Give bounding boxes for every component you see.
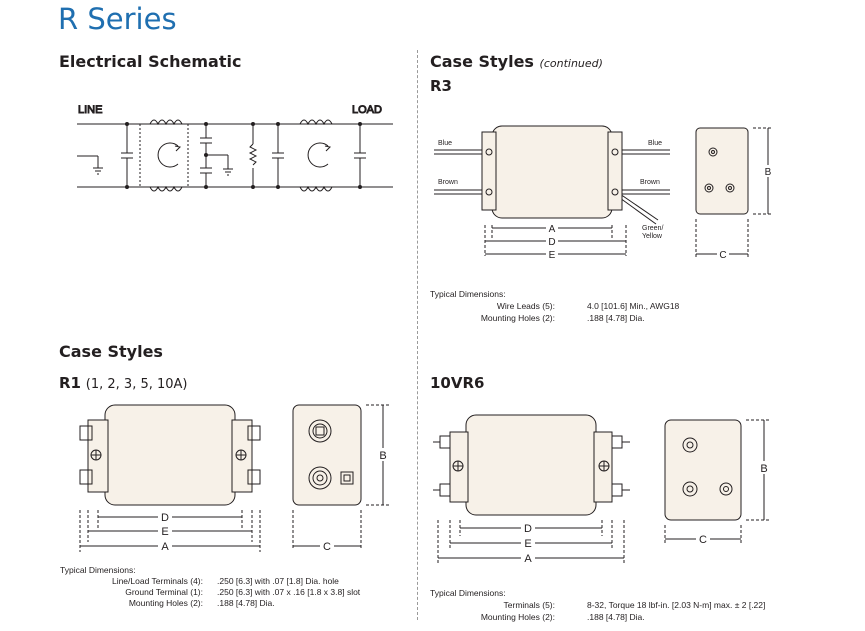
vr6-dim-a: A [524, 553, 532, 565]
vr6-dim-d: D [524, 523, 532, 535]
r1-dim-c: C [323, 541, 331, 553]
r1-dim-row-label: Ground Terminal (1): [125, 587, 203, 597]
electrical-schematic: LINE LOAD [77, 104, 393, 192]
line-label: LINE [78, 104, 102, 116]
vr6-side-view: B C [664, 419, 771, 546]
r1-front-view: D E A [79, 404, 261, 553]
r3-dim-b: B [765, 167, 772, 178]
vr6-front-view: D E A [433, 414, 630, 565]
vr6-label: 10VR6 [430, 374, 485, 392]
r1-dim-row-label: Mounting Holes (2): [128, 598, 203, 608]
vr6-dim-row-label: Mounting Holes (2): [480, 612, 555, 622]
r3-brown-left-label: Brown [438, 179, 458, 186]
r3-blue-right-label: Blue [648, 140, 662, 147]
r3-blue-left-label: Blue [438, 140, 452, 147]
r1-dim-b: B [379, 450, 386, 462]
vr6-typical-title: Typical Dimensions: [430, 588, 506, 598]
r1-dim-row-value: .250 [6.3] with .07 x .16 [1.8 x 3.8] sl… [217, 587, 361, 597]
continued-note: (continued) [539, 57, 603, 70]
case-styles-continued-heading: Case Styles (continued) [430, 52, 603, 71]
r3-green-label: Green/ [642, 225, 663, 232]
r3-typical-title: Typical Dimensions: [430, 289, 506, 299]
r3-dim-c: C [719, 250, 726, 261]
r3-label: R3 [430, 77, 452, 95]
load-label: LOAD [352, 104, 382, 116]
schematic-heading: Electrical Schematic [59, 52, 242, 71]
r3-dim-d: D [548, 237, 555, 248]
r1-typical-dimensions: Typical Dimensions: Line/Load Terminals … [60, 565, 400, 625]
r1-dim-e: E [161, 526, 168, 538]
r1-ratings: (1, 2, 3, 5, 10A) [85, 377, 188, 392]
r3-dim-row-value: 4.0 [101.6] Min., AWG18 [587, 301, 680, 311]
r1-heading: R1 (1, 2, 3, 5, 10A) [59, 374, 188, 392]
vr6-dim-c: C [699, 534, 707, 546]
r1-dim-row-value: .250 [6.3] with .07 [1.8] Dia. hole [217, 576, 339, 586]
r3-dim-row-label: Mounting Holes (2): [480, 313, 555, 323]
r1-dim-row-label: Line/Load Terminals (4): [111, 576, 203, 586]
vr6-dim-b: B [760, 463, 767, 475]
page-title: R Series [58, 2, 177, 36]
r3-dim-e: E [549, 250, 556, 261]
vr6-dim-row-label: Terminals (5): [503, 600, 555, 610]
vr6-dim-row-value: .188 [4.78] Dia. [587, 612, 645, 622]
r3-dim-a: A [549, 224, 556, 235]
vr6-dim-row-value: 8-32, Torque 18 lbf-in. [2.03 N-m] max. … [587, 600, 766, 610]
r3-brown-right-label: Brown [640, 179, 660, 186]
case-styles-heading: Case Styles [59, 342, 163, 361]
r1-label: R1 [59, 374, 81, 392]
r3-dim-row-value: .188 [4.78] Dia. [587, 313, 645, 323]
vr6-typical-dimensions: Typical Dimensions: Terminals (5): 8-32,… [430, 588, 860, 628]
r1-typical-title: Typical Dimensions: [60, 565, 136, 575]
r1-dim-a: A [161, 541, 169, 553]
column-divider [417, 50, 418, 620]
r3-side-view: B C [695, 127, 775, 261]
r3-yellow-label: Yellow [642, 233, 663, 240]
r1-dim-d: D [161, 512, 169, 524]
vr6-dim-e: E [524, 538, 531, 550]
r1-side-view: B C [292, 404, 390, 553]
r3-typical-dimensions: Typical Dimensions: Wire Leads (5): 4.0 … [430, 289, 850, 329]
case-styles-continued-title: Case Styles [430, 52, 534, 71]
r3-dim-row-label: Wire Leads (5): [496, 301, 555, 311]
r1-dim-row-value: .188 [4.78] Dia. [217, 598, 275, 608]
r3-front-view: Blue Blue Brown Brown Green/ Yellow A D … [434, 125, 670, 261]
